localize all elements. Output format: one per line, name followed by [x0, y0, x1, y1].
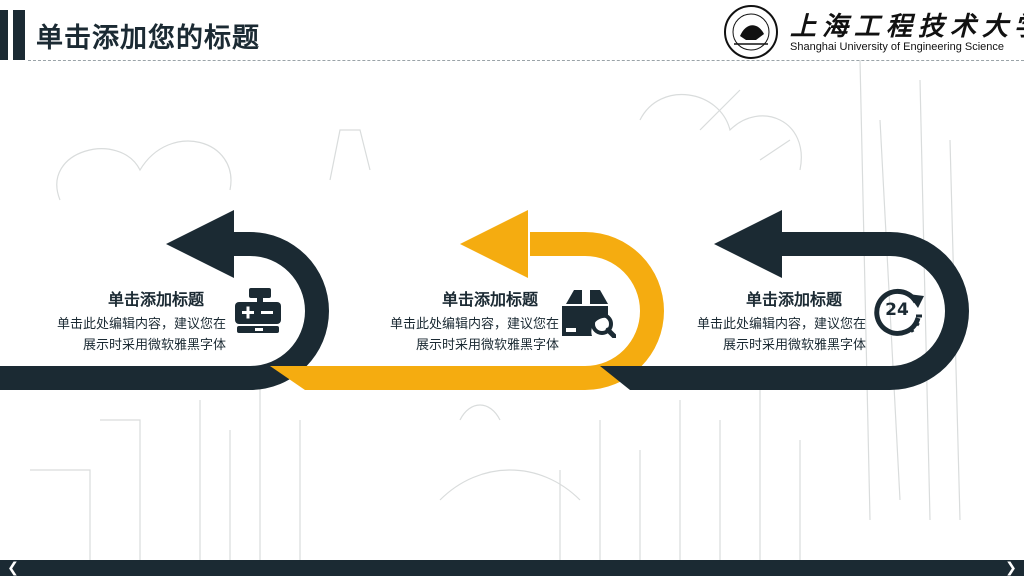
24-hours-icon: 24	[872, 286, 926, 336]
university-name-en: Shanghai University of Engineering Scien…	[790, 41, 1005, 53]
university-seal-icon	[724, 5, 778, 59]
step-2-description: 单击此处编辑内容，建议您在 展示时采用微软雅黑字体	[349, 314, 559, 356]
step-1-description: 单击此处编辑内容，建议您在 展示时采用微软雅黑字体	[16, 314, 226, 356]
header-divider	[28, 60, 1024, 61]
title-accent-bar	[0, 10, 8, 60]
step-3-desc-line: 展示时采用微软雅黑字体	[722, 338, 866, 353]
step-1-desc-line: 单击此处编辑内容，建议您在	[56, 317, 226, 332]
24-hours-label: 24	[885, 300, 909, 320]
box-search-icon	[562, 290, 616, 338]
step-1-desc-line: 展示时采用微软雅黑字体	[82, 338, 226, 353]
flow-arrow-3	[600, 210, 969, 390]
step-2-desc-line: 单击此处编辑内容，建议您在	[389, 317, 559, 332]
step-2-title: 单击添加标题	[442, 290, 539, 309]
circular-arrow-icon	[874, 288, 924, 336]
page-title: 单击添加您的标题	[36, 23, 260, 54]
step-1-title: 单击添加标题	[108, 290, 205, 309]
step-2-desc-line: 展示时采用微软雅黑字体	[415, 338, 559, 353]
step-3-description: 单击此处编辑内容，建议您在 展示时采用微软雅黑字体	[656, 314, 866, 356]
title-accent-bar	[13, 10, 25, 60]
step-3-desc-line: 单击此处编辑内容，建议您在	[696, 317, 866, 332]
prev-slide-button[interactable]: ❮	[7, 560, 19, 576]
university-name-cn: 上海工程技术大学	[790, 12, 1024, 42]
next-slide-button[interactable]: ❯	[1005, 560, 1017, 576]
step-3-title: 单击添加标题	[746, 290, 843, 309]
footer-bar	[0, 560, 1024, 576]
cash-register-icon	[235, 288, 281, 333]
